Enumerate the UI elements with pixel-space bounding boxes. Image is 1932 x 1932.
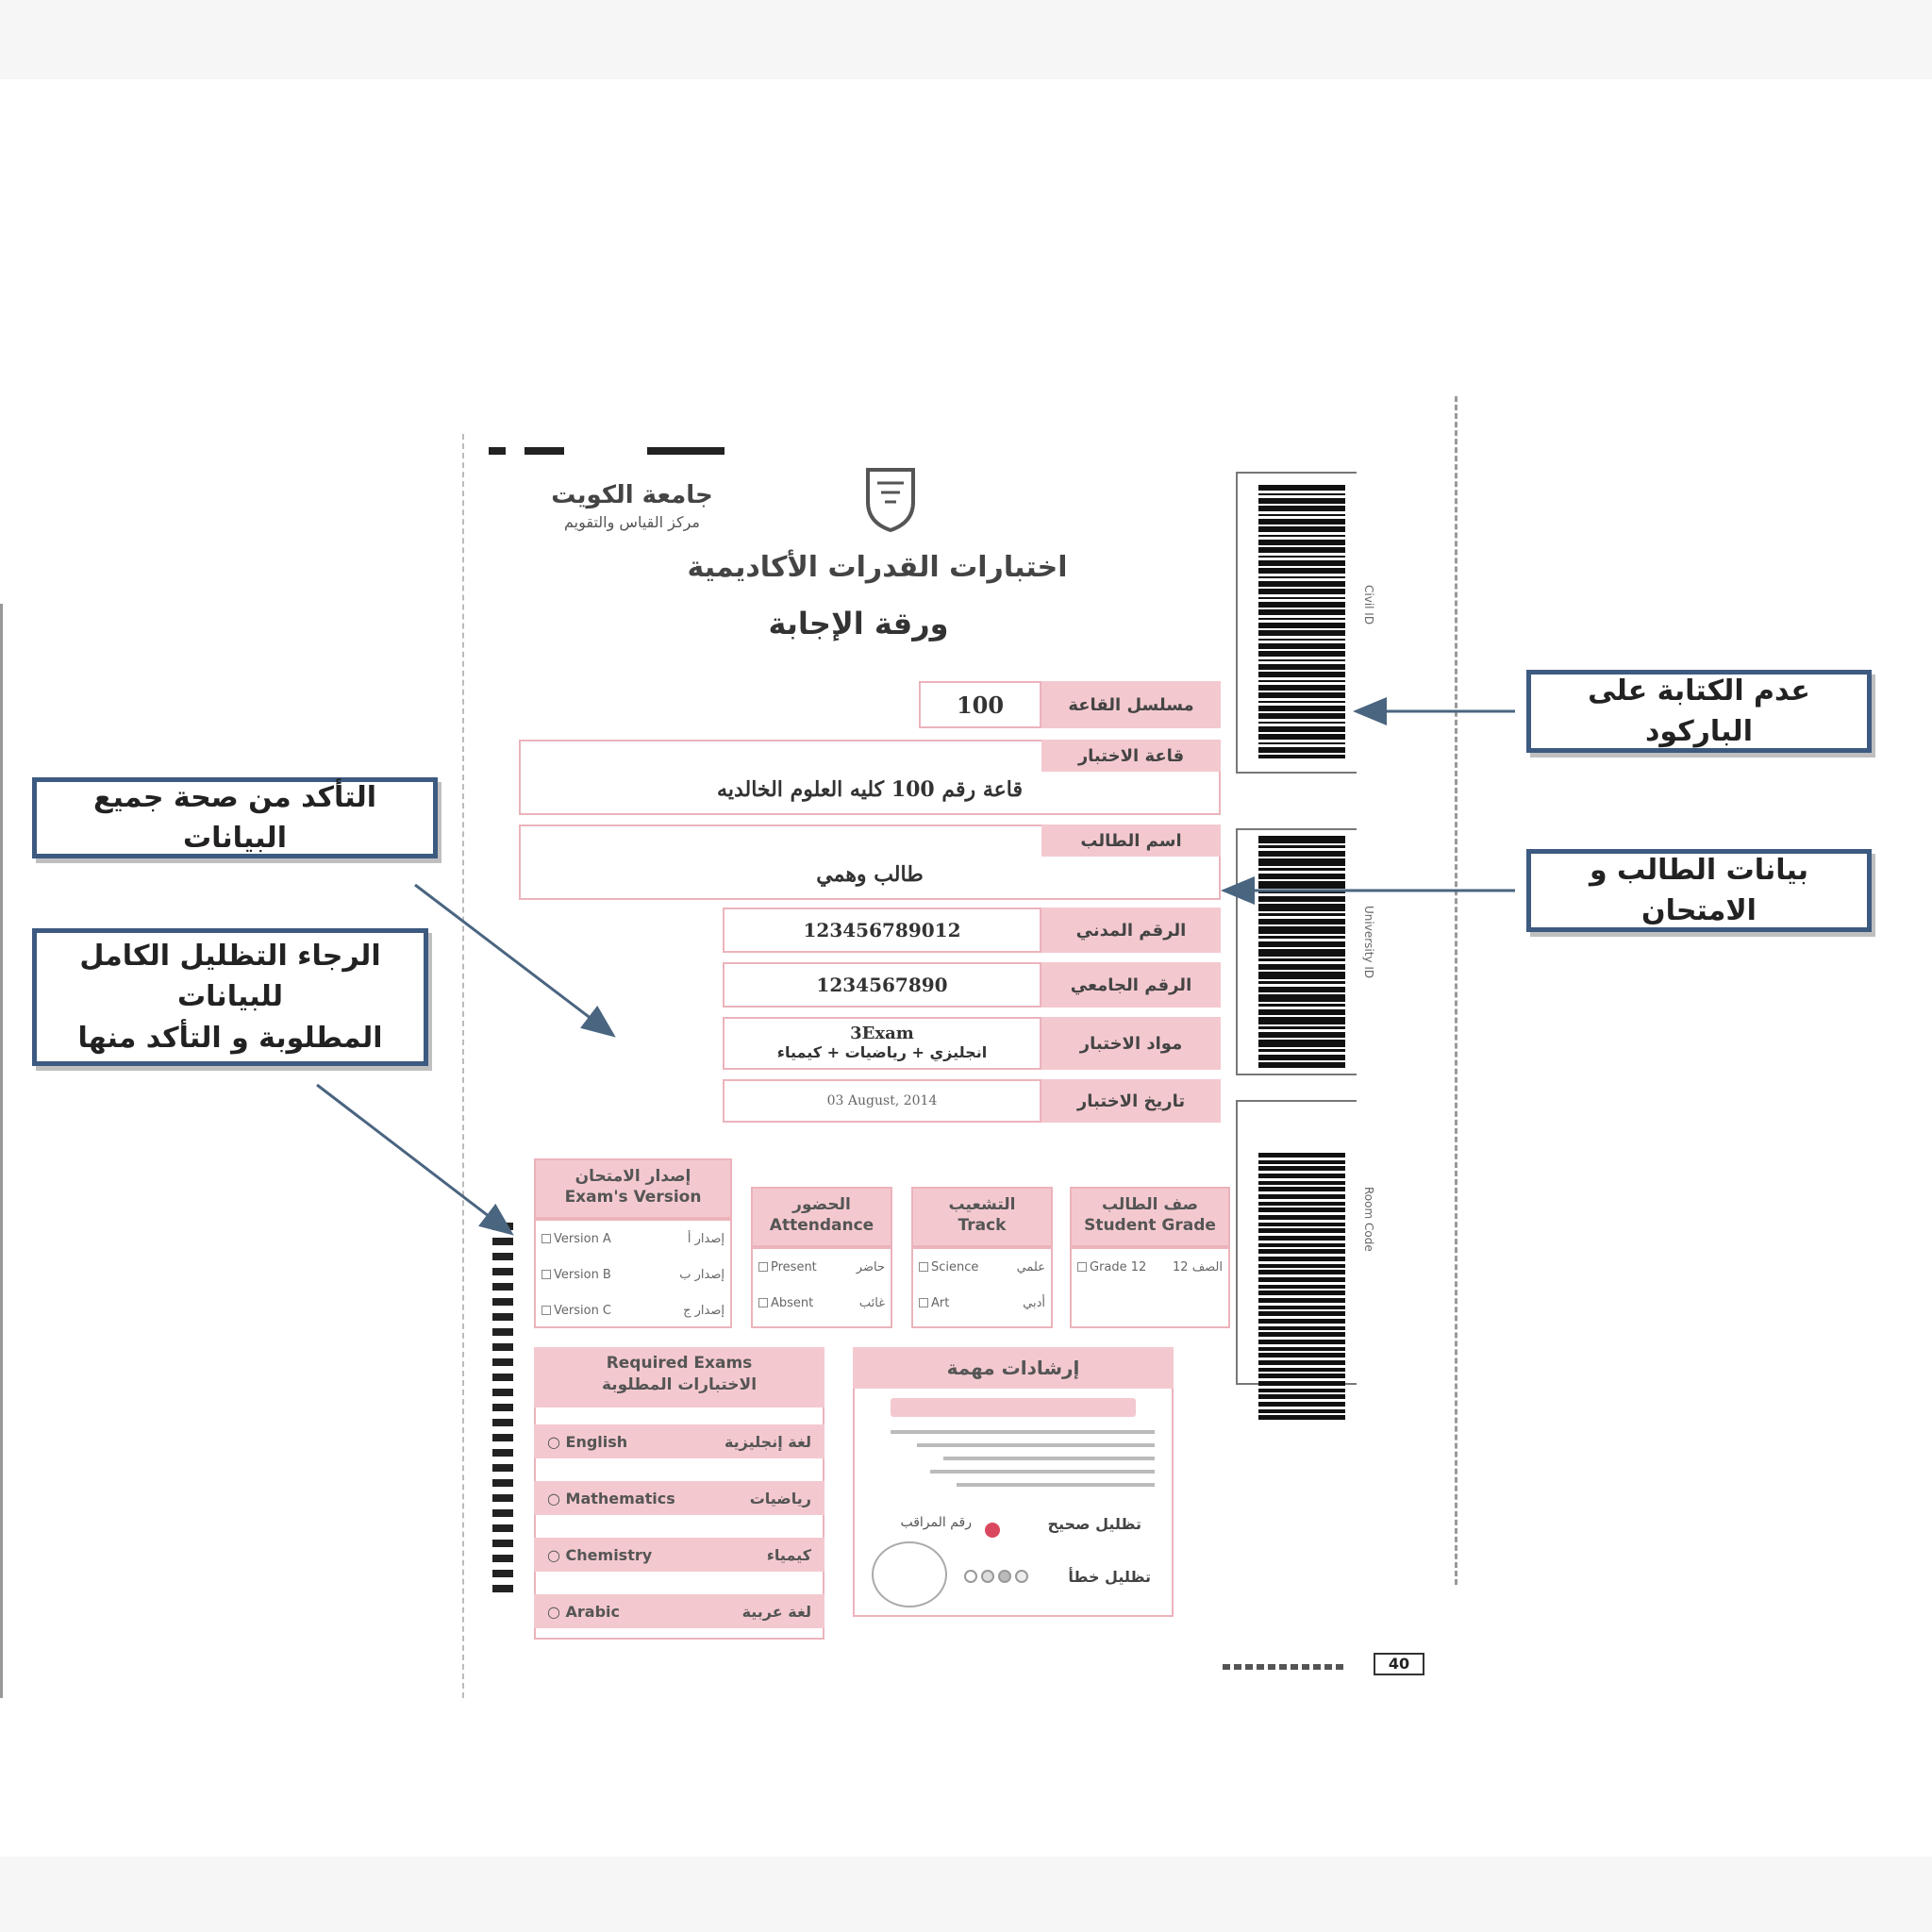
correct-shading-dot-icon (985, 1523, 1000, 1538)
checkbox-icon[interactable] (541, 1234, 551, 1243)
timing-mark (489, 447, 506, 455)
exam-date-value: 03 August, 2014 (723, 1079, 1041, 1123)
instructions-banner (891, 1398, 1136, 1417)
attendance-header: الحضور Attendance (751, 1187, 892, 1247)
checkbox-icon[interactable] (919, 1298, 928, 1307)
proctor-signature-circle (872, 1541, 947, 1607)
callout-verify-all-data: التأكد من صحة جميع البيانات (32, 777, 438, 858)
checkbox-icon[interactable] (541, 1270, 551, 1279)
instructions-lines (891, 1430, 1155, 1487)
civil-id-label: الرقم المدني (1041, 908, 1221, 953)
callout-full-shading-line1: الرجاء التظليل الكامل للبيانات (79, 939, 381, 1014)
arrow-to-fields (414, 883, 616, 1038)
exam-version-title-ar: إصدار الامتحان (575, 1167, 691, 1186)
student-name-label: اسم الطالب (1041, 824, 1221, 857)
left-edge-line (0, 604, 3, 1698)
exam-version-header: إصدار الامتحان Exam's Version (534, 1158, 732, 1219)
callout-full-shading: الرجاء التظليل الكامل للبيانات المطلوبة … (32, 928, 428, 1066)
barcode-university-id (1258, 836, 1345, 1068)
sheet-right-edge (1455, 396, 1457, 1585)
barcode-room-code (1258, 1153, 1345, 1423)
top-band (0, 0, 1932, 79)
center-name: مركز القياس والتقويم (564, 513, 700, 531)
callout-student-exam-data: بيانات الطالب و الامتحان (1526, 849, 1872, 932)
footer-code-strip (1223, 1664, 1345, 1670)
correct-shading-label: تظليل صحيح (1047, 1515, 1141, 1533)
civil-id-value: 123456789012 (723, 908, 1041, 953)
page-subtitle: ورقة الإجابة (768, 606, 949, 641)
track-header: التشعيب Track (911, 1187, 1053, 1247)
barcode-bracket (1236, 472, 1357, 774)
callout-full-shading-line2: المطلوبة و التأكد منها (77, 1021, 383, 1055)
bottom-band (0, 1857, 1932, 1932)
required-exams-header: Required Exams الاختبارات المطلوبة (534, 1347, 824, 1407)
exam-version-title-en: Exam's Version (564, 1188, 702, 1208)
exam-subjects-label: مواد الاختبار (1041, 1017, 1221, 1070)
barcode-bracket (1236, 828, 1357, 1075)
page-number-box: 40 (1374, 1653, 1424, 1675)
proctor-number-label: رقم المراقب (900, 1515, 972, 1530)
timing-mark (647, 447, 724, 455)
grade-header: صف الطالب Student Grade (1070, 1187, 1230, 1247)
room-serial-label: مسلسل القاعة (1041, 681, 1221, 728)
sheet-left-edge (462, 434, 464, 1698)
checkbox-icon[interactable] (758, 1262, 768, 1272)
barcode-civil-id (1258, 485, 1345, 758)
callout-no-writing-barcode: عدم الكتابة على الباركود (1526, 670, 1872, 753)
arrow-to-shading (316, 1083, 514, 1236)
checkbox-icon[interactable] (758, 1298, 768, 1307)
university-name: جامعة الكويت (551, 481, 713, 509)
checkbox-icon[interactable] (1077, 1262, 1087, 1272)
university-id-value: 1234567890 (723, 962, 1041, 1008)
page-title: اختبارات القدرات الأكاديمية (687, 551, 1068, 584)
university-id-label: الرقم الجامعي (1041, 962, 1221, 1008)
exam-subjects-value: 3Exam انجليزي + رياضيات + كيمياء (723, 1017, 1041, 1070)
exam-date-label: تاريخ الاختبار (1041, 1079, 1221, 1123)
wrong-shading-label: تظليل خطأ (1068, 1568, 1151, 1586)
exam-subjects-code: 3Exam (850, 1024, 914, 1044)
checkbox-icon[interactable] (919, 1262, 928, 1272)
checkbox-icon[interactable] (541, 1306, 551, 1315)
room-serial-value: 100 (919, 681, 1041, 728)
timing-mark (525, 447, 564, 455)
exam-subjects-list: انجليزي + رياضيات + كيمياء (776, 1043, 988, 1062)
instructions-title: إرشادات مهمة (853, 1347, 1174, 1389)
exam-room-label: قاعة الاختبار (1041, 740, 1221, 772)
university-logo (860, 464, 921, 533)
wrong-shading-dots-icon (964, 1570, 1040, 1585)
